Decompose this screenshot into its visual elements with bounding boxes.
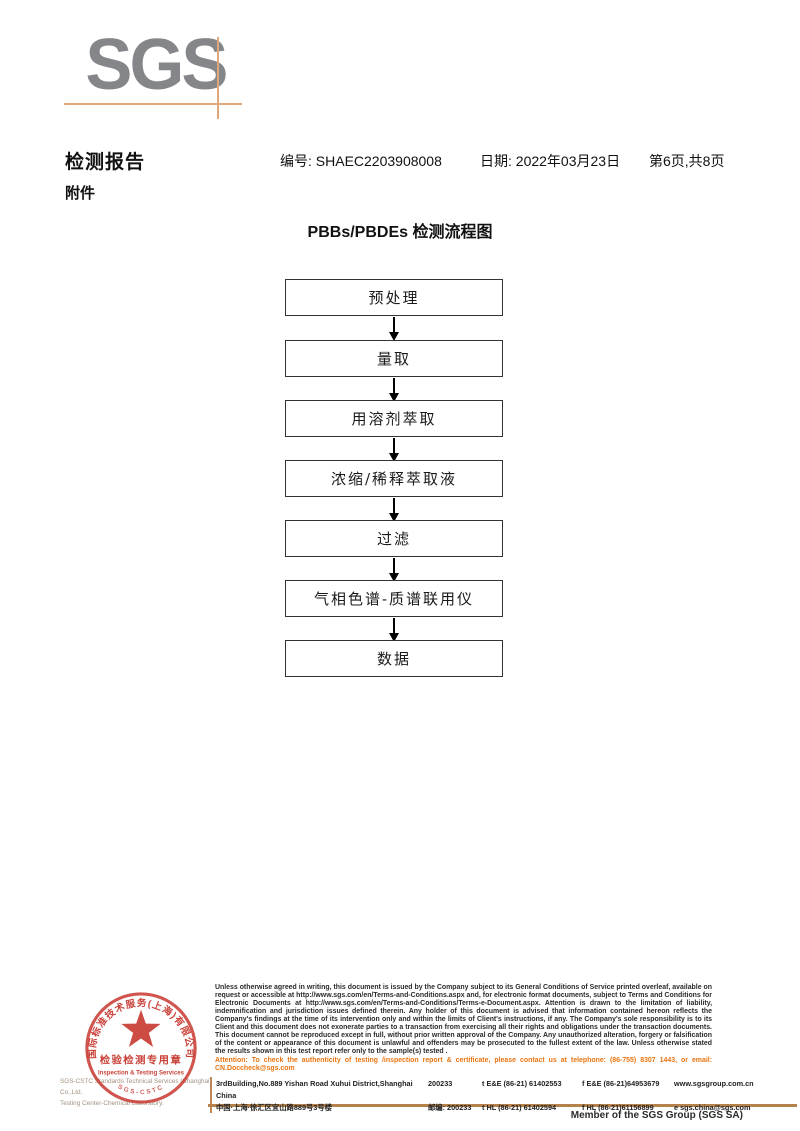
zip-cn: 邮编: 200233: [428, 1103, 472, 1112]
report-number: 编号: SHAEC2203908008: [280, 153, 442, 169]
footer-rule-line: [208, 1104, 797, 1107]
legal-disclaimer-block: Unless otherwise agreed in writing, this…: [215, 984, 712, 1073]
flowchart-step-solvent-extraction: 用溶剂萃取: [285, 400, 503, 437]
report-date: 日期: 2022年03月23日: [480, 153, 621, 169]
page-indicator: 第6页,共8页: [649, 153, 725, 169]
disclaimer-text: Unless otherwise agreed in writing, this…: [215, 984, 712, 1055]
address-divider-line: [210, 1077, 212, 1113]
fax-hl: f HL (86-21)61156899: [582, 1103, 654, 1112]
website: www.sgsgroup.com.cn: [674, 1079, 754, 1088]
lab-company-name-line1: SGS-CSTC Standards Technical Services (S…: [60, 1078, 212, 1097]
flowchart-step-filter: 过滤: [285, 520, 503, 557]
sgs-logo: SGS: [85, 25, 228, 105]
zip-en: 200233: [428, 1079, 453, 1088]
attachment-label: 附件: [65, 185, 96, 202]
fax-ee: f E&E (86-21)64953679: [582, 1079, 660, 1088]
address-en: 3rdBuilding,No.889 Yishan Road Xuhui Dis…: [216, 1079, 413, 1100]
stamp-center-text: 检验检测专用章: [100, 1054, 183, 1067]
svg-text:SGS-CSTC: SGS-CSTC: [117, 1083, 166, 1096]
flowchart-step-measure: 量取: [285, 340, 503, 377]
inspection-stamp-icon: 国际标准技术服务(上海)有限公司 SGS-CSTC 检验检测专用章 Inspec…: [85, 992, 197, 1104]
phone-ee: t E&E (86-21) 61402553: [482, 1079, 562, 1088]
stamp-ring-text-bottom: SGS-CSTC: [117, 1083, 164, 1096]
report-title: 检测报告: [65, 152, 146, 173]
address-block: 3rdBuilding,No.889 Yishan Road Xuhui Dis…: [216, 1078, 796, 1114]
address-row-en: 3rdBuilding,No.889 Yishan Road Xuhui Dis…: [216, 1078, 796, 1102]
stamp-center-subtext: Inspection & Testing Services: [98, 1070, 185, 1077]
flow-arrow-down-icon: [388, 498, 400, 522]
flow-arrow-down-icon: [388, 317, 400, 341]
phone-hl: t HL (86-21) 61402594: [482, 1103, 557, 1112]
email: e sgs.china@sgs.com: [674, 1103, 751, 1112]
address-cn: 中国·上海·徐汇区宜山路889号3号楼: [216, 1103, 332, 1112]
lab-company-name: SGS-CSTC Standards Technical Services (S…: [60, 1076, 235, 1110]
flowchart-title: PBBs/PBDEs 检测流程图: [307, 224, 493, 241]
flow-arrow-down-icon: [388, 618, 400, 642]
sgs-membership-note: Member of the SGS Group (SGS SA): [570, 1110, 743, 1121]
flow-arrow-down-icon: [388, 438, 400, 462]
lab-company-name-line2: Testing Center-Chemical Laboratory.: [60, 1100, 164, 1108]
flowchart-step-data: 数据: [285, 640, 503, 677]
logo-crosshair-horizontal-line: [64, 103, 242, 105]
attention-text: Attention: To check the authenticity of …: [215, 1056, 712, 1072]
flow-arrow-down-icon: [388, 558, 400, 582]
flowchart-step-concentrate-dilute: 浓缩/稀释萃取液: [285, 460, 503, 497]
flowchart-step-pretreatment: 预处理: [285, 279, 503, 316]
flowchart-step-gcms: 气相色谱-质谱联用仪: [285, 580, 503, 617]
logo-crosshair-vertical-line: [217, 37, 219, 119]
flow-arrow-down-icon: [388, 378, 400, 402]
address-row-cn: 中国·上海·徐汇区宜山路889号3号楼 邮编: 200233 t HL (86-…: [216, 1102, 796, 1114]
